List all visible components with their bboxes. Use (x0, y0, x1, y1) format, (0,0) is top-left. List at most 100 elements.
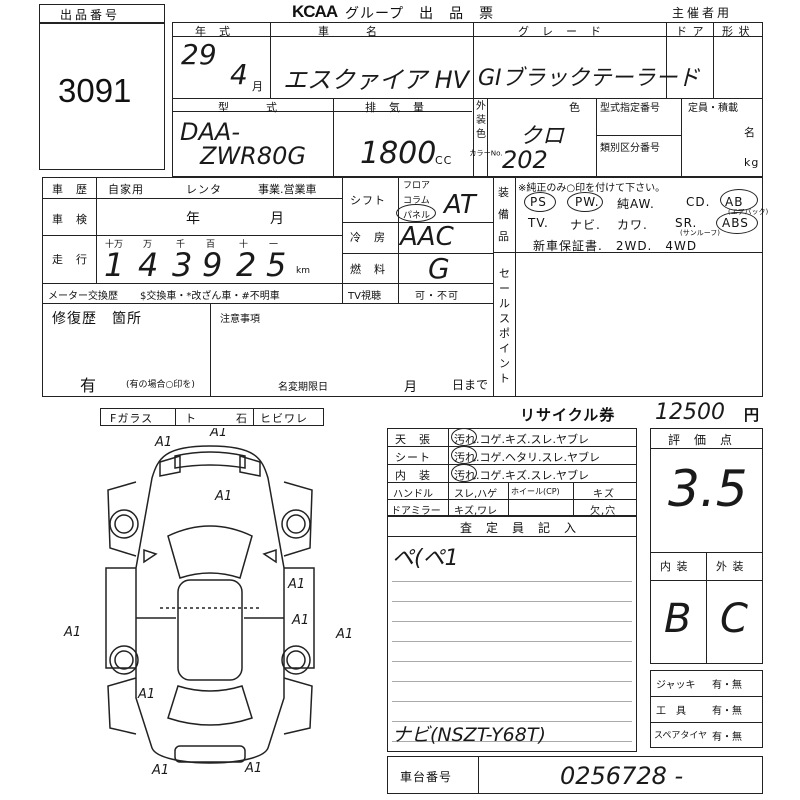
repair-label: 修復歴 箇所 (52, 311, 142, 327)
meter-label: メーター交換歴 (48, 291, 118, 302)
deadline-month: 月 (404, 380, 419, 395)
fuel-label: 燃 料 (350, 263, 386, 276)
interior-row-2-label: 内 装 (395, 469, 431, 482)
glass-row (100, 408, 324, 426)
interior-row-1-label: シート (395, 451, 431, 464)
mileage-digit-0: 1 (104, 246, 125, 284)
sales-point-label: セールスポイント (499, 267, 511, 385)
chassis-value: 0256728 - (560, 762, 684, 790)
color-label: 色 (569, 101, 581, 114)
organizer-label: 主催者用 (672, 6, 733, 20)
month-value: 4 (230, 58, 248, 91)
deadline-day: 日まで (452, 378, 489, 392)
model-prefix: DAA- (180, 118, 240, 146)
digit-label-5: 一 (269, 240, 279, 250)
equip-cd: CD. (686, 195, 711, 209)
mileage-digit-1: 4 (138, 246, 159, 284)
lot-number: 3091 (58, 72, 132, 109)
caution-label: 注意事項 (220, 314, 260, 325)
car-name-label: 車 名 (318, 25, 378, 38)
car-diagram: A1 A1 A1 A1 A1 A1 A1 A1 A1 A1 (63, 428, 353, 778)
ps-circle (524, 192, 556, 212)
equip-row3: 新車保証書. 2WD. 4WD (533, 239, 698, 253)
type-no-label: 型式指定番号 (600, 103, 660, 114)
meter-note: $交換車・*改ざん車・#不明車 (140, 291, 280, 302)
displacement-label: 排 気 量 (365, 101, 425, 114)
form-title: グループ 出 品 票 (345, 6, 495, 22)
interior-row-1-options: 汚れ.コゲ.ヘタリ.スレ.ヤブレ (454, 451, 600, 464)
recycle-unit: 円 (744, 406, 761, 424)
recycle-label: リサイクル券 (520, 406, 616, 424)
equip-leather: カワ. (617, 218, 648, 232)
history-frame (42, 177, 763, 397)
ac-value: AAC (400, 222, 454, 252)
inspector-label: 査 定 員 記 入 (460, 521, 578, 535)
car-mark-2: A1 (287, 577, 305, 592)
glass-opt-0: ト (185, 412, 197, 425)
color-no-label: カラーNo. (469, 149, 503, 158)
equip-ab-note: (エアバック) (728, 208, 769, 216)
grade-value: GIブラックテーラード (478, 66, 700, 91)
car-mark-7: A1 (244, 761, 262, 776)
mileage-digit-2: 3 (172, 246, 193, 284)
tv-label: TV視聴 (348, 291, 381, 302)
shift-floor: フロア (403, 181, 431, 191)
car-name-value: エスクァイア HV (283, 66, 470, 94)
model-value: ZWR80G (200, 142, 306, 170)
repair-note: (有の場合○印を) (126, 380, 195, 390)
equip-sr-note: (サンルーフ) (680, 229, 721, 237)
interior-frame (387, 428, 637, 516)
capacity-label: 定員・積載 (688, 103, 738, 114)
equip-aw: 純AW. (617, 197, 655, 211)
equipment-label: 装備品 (498, 186, 510, 243)
kcaa-logo: KCAA (292, 2, 338, 21)
door-label: ド ア (676, 25, 705, 38)
digit-label-2: 千 (176, 240, 186, 250)
tool-0-value: 有・無 (712, 680, 742, 691)
interior-row-2-options: 汚れ.コゲ.キズ.スレ.ヤブレ (454, 469, 589, 482)
interior-grade-label: 内 装 (660, 560, 689, 573)
inspection-month-unit: 月 (270, 211, 285, 227)
digit-label-4: 十 (239, 240, 249, 250)
panel-circle (396, 204, 436, 222)
mileage-digit-3: 9 (202, 246, 223, 284)
exterior-grade: C (720, 596, 748, 642)
digit-label-0: 十万 (105, 240, 124, 250)
kg-unit: kg (744, 156, 760, 169)
interior-grade: B (664, 596, 692, 642)
wheel-options: キズ (593, 489, 615, 500)
car-mark-3: A1 (63, 625, 81, 640)
ext-color-label: 外装色 (476, 101, 486, 140)
mileage-label: 走 行 (52, 253, 88, 266)
car-mark-9: A1 (209, 428, 227, 440)
handle-options: スレ,ハゲ (454, 489, 498, 500)
glass-opt-1: 石 (236, 412, 248, 425)
handle-label: ハンドル (393, 489, 433, 500)
color-code: 202 (502, 146, 548, 174)
equip-navi: ナビ. (570, 218, 601, 232)
tool-1-value: 有・無 (712, 706, 742, 717)
mileage-digit-5: 5 (266, 246, 287, 284)
pw-circle (567, 192, 603, 212)
car-mark-6: A1 (151, 763, 169, 778)
mileage-digit-4: 2 (236, 246, 257, 284)
category-no-label: 類別区分番号 (600, 143, 660, 154)
inspector-lines (392, 562, 632, 742)
model-label: 型 式 (218, 101, 278, 114)
month-unit: 月 (252, 80, 264, 93)
exterior-grade-label: 外 装 (716, 560, 745, 573)
shift-column: コラム (403, 196, 430, 206)
recycle-value: 12500 (655, 400, 725, 425)
displacement-value: 1800 (360, 136, 437, 171)
grade-label: グ レ ー ド (518, 25, 602, 38)
cc-unit: CC (435, 154, 453, 167)
mirror-options-2: 欠,穴 (590, 506, 617, 517)
mirror-label: ドアミラー (391, 506, 441, 517)
car-mark-0: A1 (154, 435, 172, 450)
chassis-frame (387, 756, 763, 794)
interior-row-0-label: 天 張 (395, 433, 431, 446)
tool-0-label: ジャッキ (656, 680, 696, 691)
history-label: 車 歴 (52, 183, 88, 196)
mirror-options: キズ,ワレ (454, 506, 498, 517)
inspector-note-1: ペ(ペ1 (392, 546, 459, 571)
